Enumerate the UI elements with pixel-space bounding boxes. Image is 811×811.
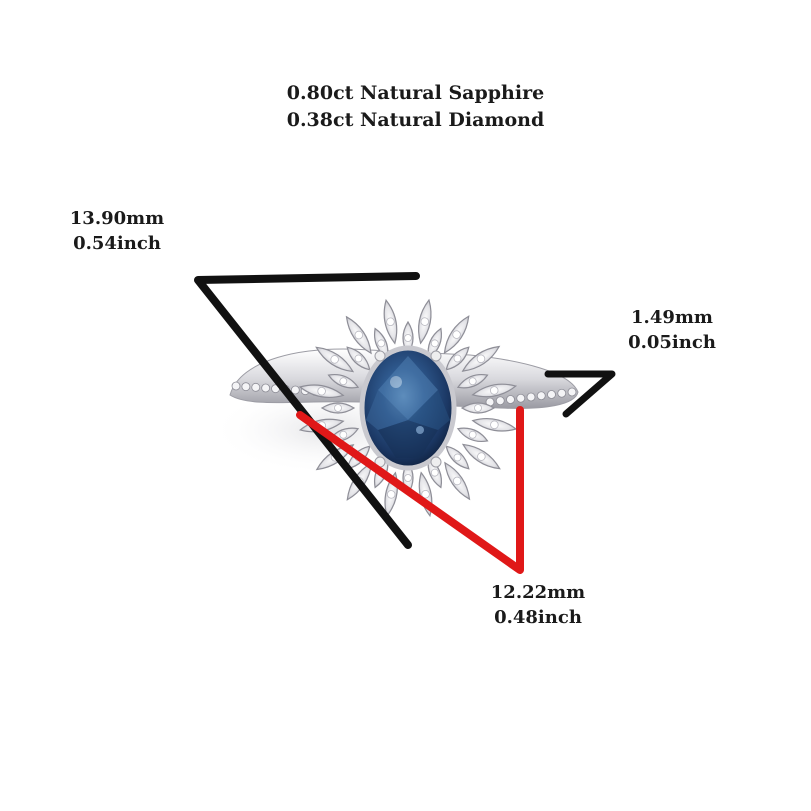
band-mm-text: 1.49mm <box>631 307 713 328</box>
sapphire-weight-text: 0.80ct Natural Sapphire <box>286 82 545 104</box>
band-pave-right <box>485 387 577 407</box>
band-dimension-label: 1.49mm 0.05inch <box>612 305 732 355</box>
pave-diamond <box>526 392 536 402</box>
halo-diamond <box>471 418 518 432</box>
height-dimension-label: 12.22mm 0.48inch <box>478 580 598 630</box>
diamond-weight-text: 0.38ct Natural Diamond <box>286 108 545 131</box>
height-dimension-line <box>296 406 524 574</box>
halo-diamond <box>456 373 489 389</box>
sapphire-facets <box>366 356 450 458</box>
width-mm-text: 13.90mm <box>69 208 165 229</box>
halo-diamond <box>298 384 345 398</box>
halo-diamond <box>327 373 360 389</box>
pave-diamond <box>516 393 526 403</box>
band-dimension-line <box>544 370 616 418</box>
width-dimension-line <box>194 272 420 549</box>
height-inch-text: 0.48inch <box>494 607 582 629</box>
pave-diamond <box>241 382 251 392</box>
pave-diamond <box>567 387 577 397</box>
halo-diamond <box>461 345 501 372</box>
pave-diamond <box>557 388 567 398</box>
halo-diamond <box>418 298 432 345</box>
halo-diamond <box>320 402 356 414</box>
pave-diamond <box>506 395 515 404</box>
halo-diamond <box>345 315 372 355</box>
prongs <box>374 350 442 468</box>
halo-diamond <box>315 346 355 373</box>
halo-diamond <box>443 315 470 355</box>
stone-description: 0.80ct Natural Sapphire 0.38ct Natural D… <box>0 80 811 133</box>
width-dimension-label: 13.90mm 0.54inch <box>62 206 172 256</box>
halo-diamond <box>456 427 489 443</box>
pave-diamond <box>547 390 556 399</box>
halo-diamond <box>471 383 518 398</box>
height-mm-text: 12.22mm <box>490 582 586 603</box>
pave-diamond <box>290 385 300 395</box>
halo-diamond <box>461 443 501 470</box>
pave-diamond <box>495 396 505 406</box>
pave-diamond <box>261 383 271 393</box>
halo-diamond <box>460 402 496 414</box>
width-inch-text: 0.54inch <box>73 233 161 255</box>
band-inch-text: 0.05inch <box>628 332 716 354</box>
halo-diamond <box>444 461 471 501</box>
halo-diamond <box>383 298 398 345</box>
pave-diamond <box>536 391 546 401</box>
pave-diamond <box>231 381 241 391</box>
pave-diamond <box>251 382 261 392</box>
